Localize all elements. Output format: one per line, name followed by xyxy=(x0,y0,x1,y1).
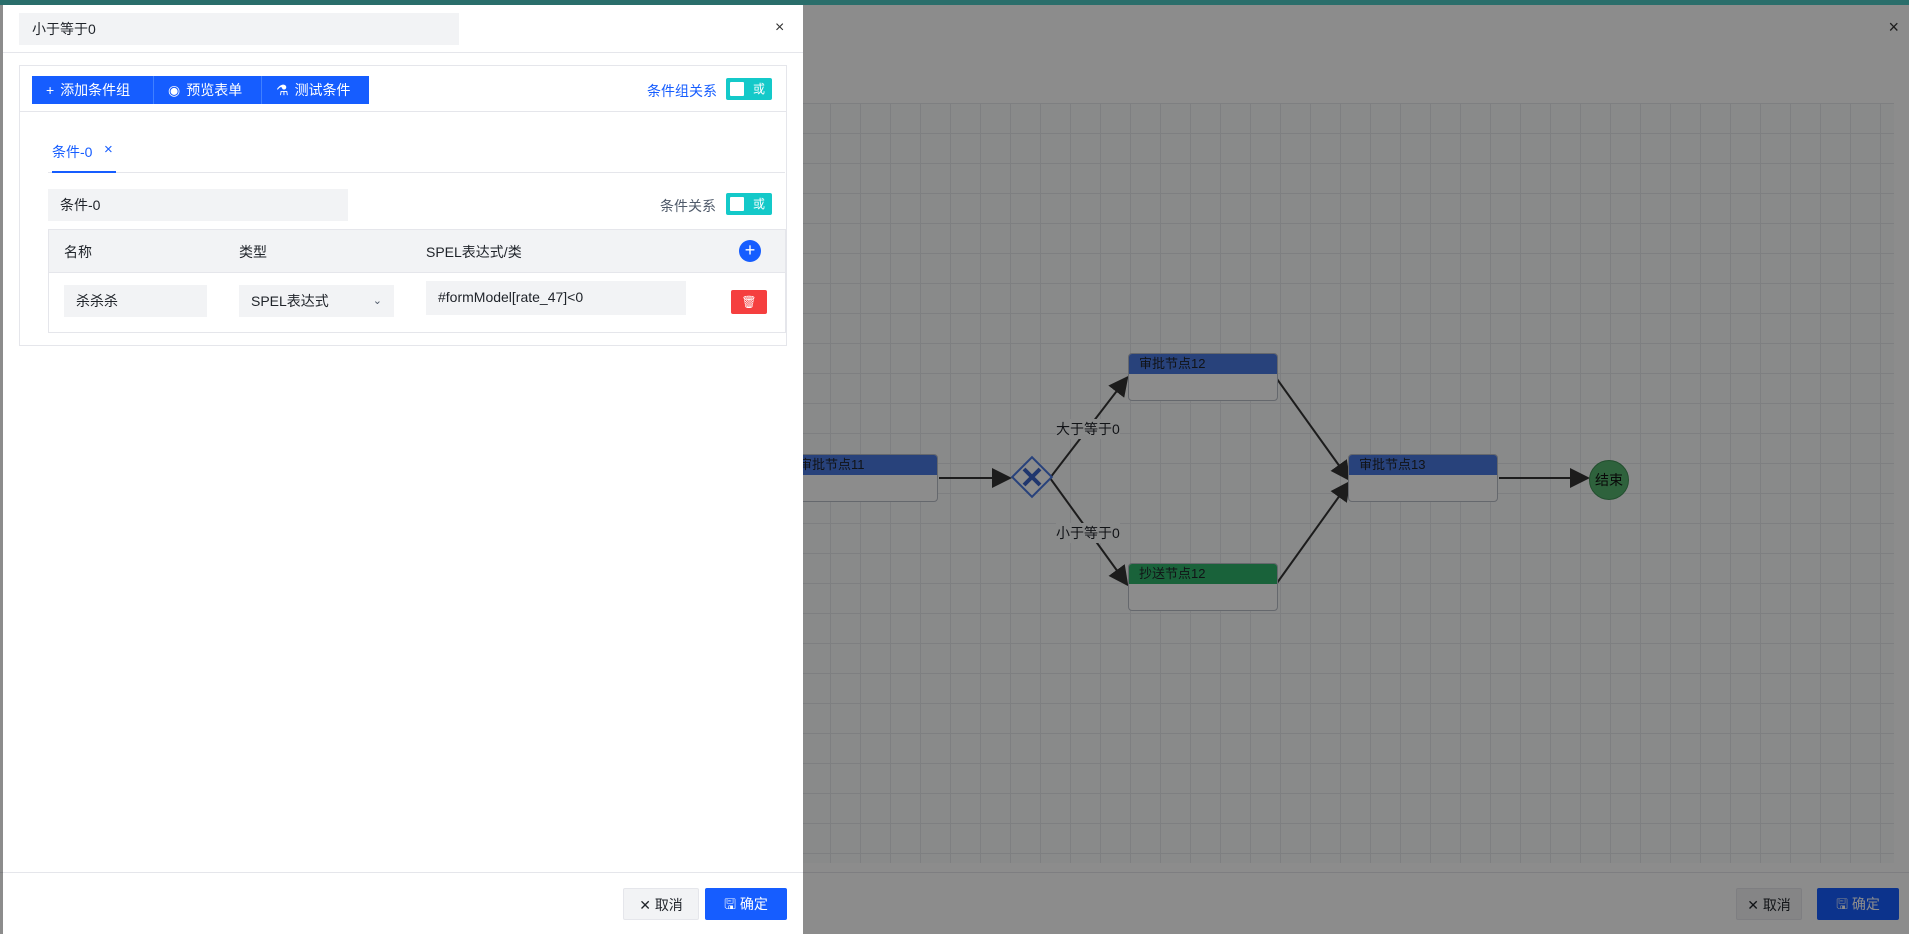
tab-condition-0[interactable]: 条件-0 xyxy=(52,144,93,160)
close-icon[interactable]: × xyxy=(104,141,113,158)
condition-title-input[interactable]: 小于等于0 xyxy=(19,13,459,45)
exclusive-gateway-icon xyxy=(1010,455,1054,499)
flow-node[interactable]: 审批节点12 xyxy=(1128,353,1278,401)
condition-name-input[interactable]: 条件-0 xyxy=(48,189,348,221)
drawer-header: 小于等于0 × xyxy=(3,5,803,53)
column-header-name: 名称 xyxy=(64,244,92,260)
confirm-button[interactable]: 🖫 确定 xyxy=(1817,888,1899,920)
condition-group-card: +添加条件组 ◉预览表单 ⚗测试条件 条件组关系 或 条件-0 × 条件-0 条… xyxy=(19,65,787,346)
condition-drawer: 小于等于0 × +添加条件组 ◉预览表单 ⚗测试条件 条件组关系 或 条件-0 … xyxy=(3,5,803,934)
preview-form-button[interactable]: ◉预览表单 xyxy=(153,76,261,104)
save-icon: 🖫 xyxy=(1836,896,1852,912)
edge-label-upper: 大于等于0 xyxy=(1056,419,1120,439)
close-icon[interactable]: × xyxy=(1888,17,1899,37)
test-condition-button[interactable]: ⚗测试条件 xyxy=(261,76,369,104)
tab-divider xyxy=(48,172,785,173)
condition-relation-label: 条件关系 xyxy=(660,198,716,214)
condition-relation-switch[interactable]: 或 xyxy=(726,193,772,215)
flow-node[interactable]: 审批节点13 xyxy=(1348,454,1498,502)
switch-knob xyxy=(730,197,744,211)
save-icon: 🖫 xyxy=(724,896,740,912)
close-icon: ✕ xyxy=(1747,897,1763,913)
drawer-footer: ✕ 取消 🖫 确定 xyxy=(3,872,803,934)
flow-node-title: 抄送节点12 xyxy=(1129,564,1277,584)
close-icon: ✕ xyxy=(639,897,655,913)
group-relation-label: 条件组关系 xyxy=(647,83,717,99)
end-node[interactable]: 结束 xyxy=(1589,460,1629,500)
edge-line xyxy=(1276,480,1351,584)
condition-table: 名称 类型 SPEL表达式/类 + 杀杀杀 SPEL表达式 ⌄ #formMod… xyxy=(48,229,786,333)
condition-toolbar: +添加条件组 ◉预览表单 ⚗测试条件 条件组关系 或 xyxy=(20,66,786,112)
table-header: 名称 类型 SPEL表达式/类 + xyxy=(49,230,785,273)
row-type-value: SPEL表达式 xyxy=(251,293,329,309)
edge-line xyxy=(1276,378,1351,482)
flow-node-title: 审批节点11 xyxy=(789,455,937,475)
add-row-button[interactable]: + xyxy=(739,240,761,262)
switch-knob xyxy=(730,82,744,96)
flow-node-title: 审批节点13 xyxy=(1349,455,1497,475)
switch-text: 或 xyxy=(752,82,765,96)
cancel-button[interactable]: ✕ 取消 xyxy=(623,888,699,920)
column-header-expression: SPEL表达式/类 xyxy=(426,244,522,260)
edge-label-lower: 小于等于0 xyxy=(1056,523,1120,543)
tab-active-indicator xyxy=(52,171,116,173)
close-icon[interactable]: × xyxy=(775,19,785,36)
row-type-select[interactable]: SPEL表达式 ⌄ xyxy=(239,285,394,317)
row-name-input[interactable]: 杀杀杀 xyxy=(64,285,207,317)
eye-icon: ◉ xyxy=(168,82,181,98)
confirm-button[interactable]: 🖫 确定 xyxy=(705,888,787,920)
flow-node-title: 审批节点12 xyxy=(1129,354,1277,374)
column-header-type: 类型 xyxy=(239,244,267,260)
flow-node[interactable]: 抄送节点12 xyxy=(1128,563,1278,611)
flow-canvas: 审批节点11 审批节点12 抄送节点12 审批节点13 大于等于0 小于等于0 xyxy=(788,103,1894,863)
switch-text: 或 xyxy=(752,197,765,211)
group-relation-switch[interactable]: 或 xyxy=(726,78,772,100)
trash-icon: 🗑 xyxy=(741,295,757,309)
cancel-button[interactable]: ✕ 取消 xyxy=(1736,888,1802,920)
delete-row-button[interactable]: 🗑 xyxy=(731,290,767,314)
add-condition-group-button[interactable]: +添加条件组 xyxy=(32,76,153,104)
row-expression-input[interactable]: #formModel[rate_47]<0 xyxy=(426,281,686,315)
flow-edges xyxy=(939,375,1590,587)
plus-icon: + xyxy=(46,82,55,98)
chevron-down-icon: ⌄ xyxy=(372,295,382,307)
flask-icon: ⚗ xyxy=(276,82,289,98)
